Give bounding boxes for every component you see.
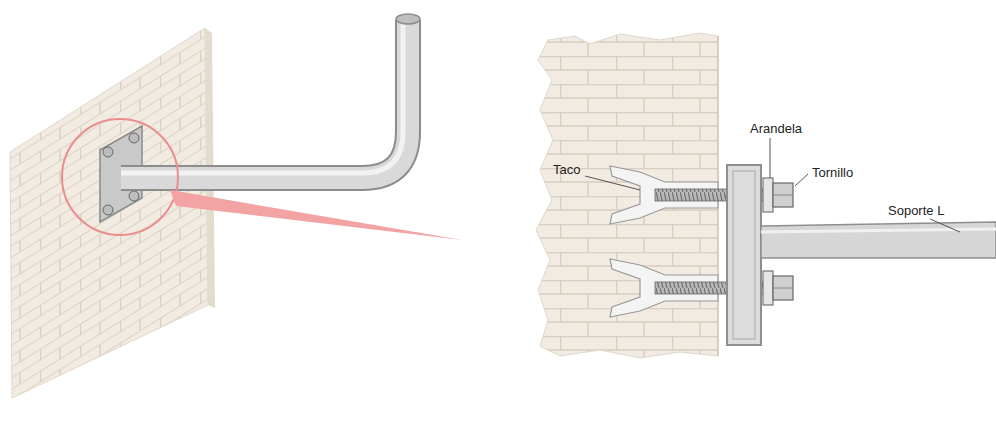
part-label: Arandela [750,121,802,136]
bolt-head [103,147,113,157]
bolt-head [103,205,113,215]
washer [763,178,773,212]
brick-wall [10,28,208,398]
part-label: Soporte L [888,203,944,218]
l-bracket-pipe [121,20,408,178]
pipe-highlight [121,20,403,173]
bolt-head [129,191,139,201]
l-bracket-pipe-body [121,20,408,178]
leader-line [770,138,771,178]
part-label: Taco [553,162,580,177]
washer [763,271,773,305]
nut-edge [773,288,793,289]
hex-nut [773,276,793,300]
zoom-circle [62,119,178,235]
leader-line [795,174,808,186]
plate-inner [733,171,755,339]
support-rod [761,222,996,258]
zoom-pointer [170,190,462,240]
rod-highlight [761,229,996,232]
bolt-head [129,133,139,143]
nut-edge [773,195,793,196]
pipe-cap [396,14,420,24]
hex-nut [773,183,793,207]
leader-line [585,176,640,190]
leader-line [930,219,960,232]
plate-section [727,165,761,345]
part-label: Tornillo [812,165,853,180]
